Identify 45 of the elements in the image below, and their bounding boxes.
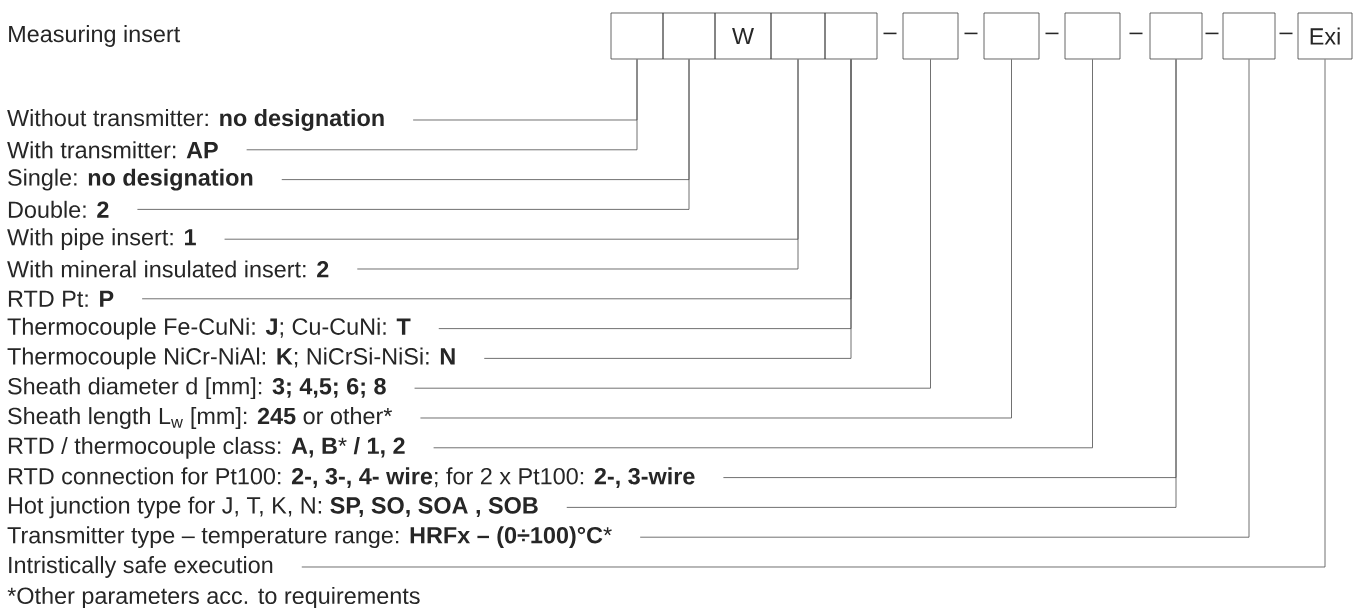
leader-line xyxy=(246,59,638,151)
dash-separator: – xyxy=(964,32,978,35)
code-box xyxy=(902,12,959,60)
option-text: Intristically safe execution xyxy=(9,556,273,578)
option-text: Sheath diameter d [mm]: 3; 4,5; 6; 8 xyxy=(8,377,386,400)
option-text: RTD connection for Pt100: 2-, 3-, 4- wire; for 2 x Pt100: 2-, 3-wire xyxy=(8,467,695,488)
code-box xyxy=(983,12,1040,60)
option-text: Transmitter type – temperature range: HRFx – (0÷100)°C* xyxy=(7,526,612,549)
heading-text: Measuring insert xyxy=(9,25,181,47)
leader-line xyxy=(301,59,1326,568)
code-box xyxy=(770,12,826,60)
option-text: Single: no designation xyxy=(8,168,253,191)
code-box xyxy=(824,12,878,60)
code-box: W xyxy=(714,12,772,60)
dash-separator: – xyxy=(883,32,897,35)
dash-separator: – xyxy=(1279,32,1293,35)
option-text: Thermocouple Fe-CuNi: J; Cu-CuNi: T xyxy=(7,317,411,340)
leader-line xyxy=(639,59,1250,538)
option-text: With transmitter: AP xyxy=(7,141,218,159)
option-text: With pipe insert: 1 xyxy=(7,228,196,251)
leader-line xyxy=(420,59,1012,419)
code-box xyxy=(1222,12,1276,60)
option-text: Hot junction type for J, T, K, N: SP, SO, SOA , SOB xyxy=(8,496,538,519)
dash-separator: – xyxy=(1129,32,1143,35)
option-text: RTD / thermocouple class: A, B* / 1, 2 xyxy=(8,436,405,459)
leader-line xyxy=(414,59,931,389)
leader-line xyxy=(483,59,852,359)
leader-line xyxy=(137,59,690,210)
option-text: Without transmitter: no designation xyxy=(7,109,384,131)
footnote-text: *Other parameters acc. to requirements xyxy=(7,586,420,608)
option-text: Double: 2 xyxy=(8,200,109,218)
code-box xyxy=(1149,12,1203,60)
option-text: With mineral insulated insert: 2 xyxy=(7,260,329,278)
option-text: RTD Pt: P xyxy=(8,290,114,307)
code-box xyxy=(1064,12,1121,60)
dash-separator: – xyxy=(1045,32,1059,35)
leader-line xyxy=(566,59,1177,508)
code-box: Exi xyxy=(1297,12,1353,60)
dash-separator: – xyxy=(1205,32,1219,35)
leader-line xyxy=(356,59,799,270)
code-box xyxy=(610,12,664,60)
option-text: Sheath length L$_{w}$ [mm]: 245 or other* xyxy=(8,407,393,429)
option-text: Thermocouple NiCr-NiAl: K; NiCrSi-NiSi: N xyxy=(7,347,455,370)
leader-line xyxy=(433,59,1093,449)
code-box xyxy=(662,12,716,60)
